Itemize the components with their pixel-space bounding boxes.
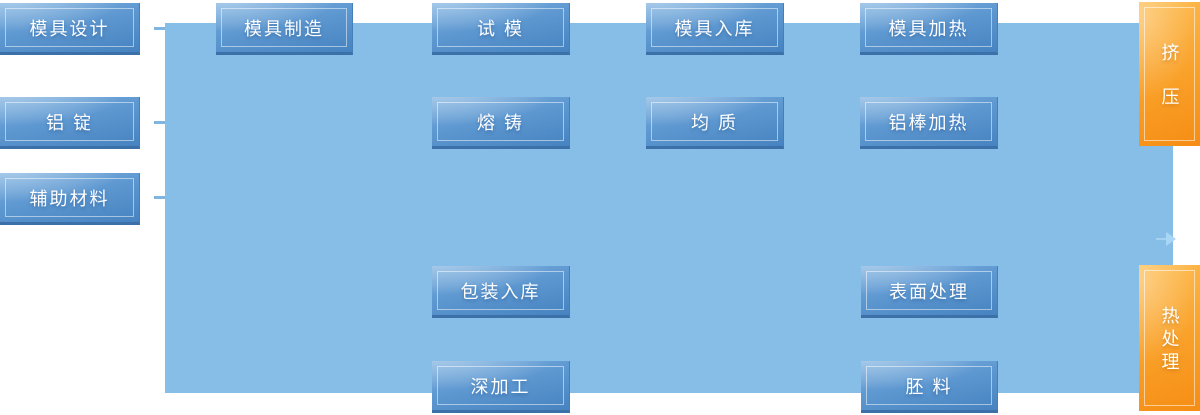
flow-box-label: 铝 锭 <box>45 112 93 133</box>
flow-box-melting-casting: 熔 铸 <box>432 97 570 149</box>
flow-box-mold-design: 模具设计 <box>0 3 140 55</box>
flow-box-packing-storage: 包装入库 <box>432 266 570 318</box>
flow-box-label: 熔 铸 <box>476 112 524 133</box>
process-background-panel <box>165 23 1173 393</box>
flow-box-label: 胚 料 <box>905 376 953 397</box>
flow-box-label: 模具加热 <box>888 18 969 39</box>
flow-box-aluminum-ingot: 铝 锭 <box>0 97 140 149</box>
flow-box-homogenizing: 均 质 <box>646 97 784 149</box>
connector-dash <box>154 121 165 124</box>
flow-box-mold-heating: 模具加热 <box>860 3 998 55</box>
flow-arrow-line <box>1156 238 1173 240</box>
flow-arrow-icon <box>1166 232 1176 246</box>
flow-box-label: 表面处理 <box>889 281 969 302</box>
side-tab-heat-treatment: 热处理 <box>1139 265 1200 411</box>
flow-box-mold-storage: 模具入库 <box>646 3 784 55</box>
flow-box-label: 试 模 <box>476 18 524 39</box>
flow-box-label: 铝棒加热 <box>888 112 969 133</box>
flow-box-label: 辅助材料 <box>29 188 110 209</box>
flow-box-surface-treatment: 表面处理 <box>861 266 998 318</box>
flow-box-label: 深加工 <box>470 376 531 397</box>
side-tab-label: 挤压 <box>1159 43 1180 131</box>
flow-box-label: 均 质 <box>690 112 738 133</box>
connector-dash <box>154 196 165 199</box>
side-tab-label: 热处理 <box>1159 306 1180 375</box>
side-tab-extrusion: 挤压 <box>1139 2 1200 146</box>
flow-box-auxiliary-materials: 辅助材料 <box>0 173 140 225</box>
flow-box-label: 包装入库 <box>460 281 541 302</box>
flow-box-billet: 胚 料 <box>861 361 998 413</box>
flow-box-label: 模具制造 <box>244 18 324 39</box>
connector-dash <box>154 27 165 30</box>
flow-box-mold-manufacturing: 模具制造 <box>216 3 353 55</box>
flow-box-label: 模具入库 <box>674 18 755 39</box>
flow-box-aluminum-bar-heating: 铝棒加热 <box>860 97 998 149</box>
flow-box-mold-trial: 试 模 <box>432 3 570 55</box>
flow-box-deep-processing: 深加工 <box>432 361 570 413</box>
flow-box-label: 模具设计 <box>29 18 110 39</box>
